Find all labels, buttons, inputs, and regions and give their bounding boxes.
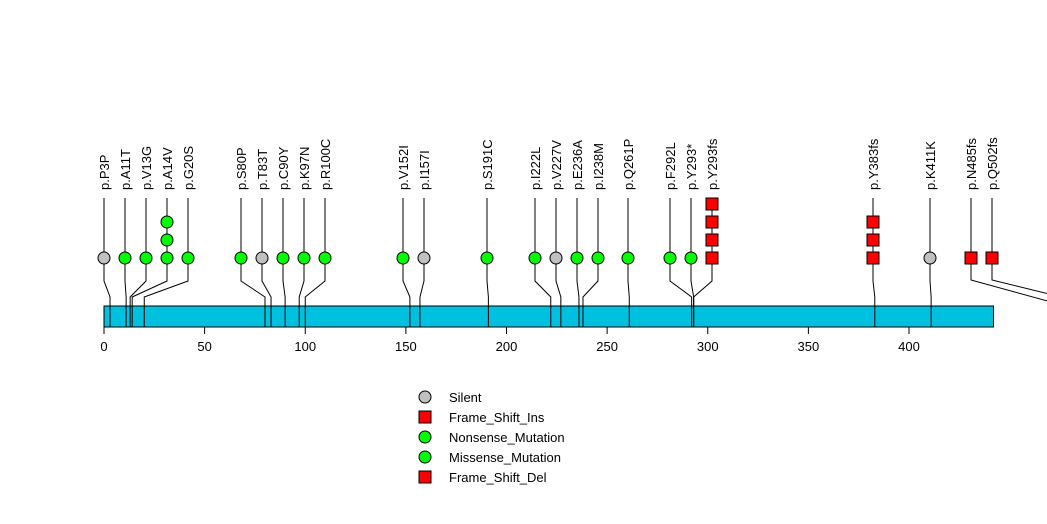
mutation-label: p.V227V bbox=[549, 140, 564, 190]
mutation-marker-circle bbox=[621, 251, 635, 265]
mutation-label: p.R100C bbox=[318, 139, 333, 190]
mutation-label: p.K411K bbox=[923, 141, 938, 190]
mutation-stem bbox=[582, 198, 599, 327]
mutation-marker-square bbox=[964, 251, 978, 265]
mutation-marker-circle bbox=[570, 251, 584, 265]
mutation-stem bbox=[576, 198, 580, 327]
mutation-label: p.Y293fs bbox=[705, 138, 720, 190]
legend-square-icon bbox=[418, 470, 432, 484]
mutation-label: p.I238M bbox=[591, 143, 606, 190]
mutation-marker-circle bbox=[417, 251, 431, 265]
mutation-stem bbox=[103, 198, 111, 327]
mutation-marker-square bbox=[985, 251, 999, 265]
mutation-marker-square bbox=[705, 215, 719, 229]
mutation-label: p.T83T bbox=[255, 149, 270, 190]
mutation-stem bbox=[534, 198, 552, 327]
mutation-stem bbox=[486, 198, 489, 327]
mutation-marker-square bbox=[705, 251, 719, 265]
mutation-label: p.K97N bbox=[297, 147, 312, 190]
mutation-label: p.V13G bbox=[139, 146, 154, 190]
mutation-marker-square bbox=[866, 233, 880, 247]
mutation-stem bbox=[419, 198, 425, 327]
mutation-marker-circle bbox=[139, 251, 153, 265]
mutation-label: p.Y293* bbox=[684, 144, 699, 190]
mutation-stem bbox=[240, 198, 266, 327]
legend-label: Frame_Shift_Del bbox=[449, 470, 547, 485]
legend-square-icon bbox=[418, 410, 432, 424]
mutation-label: p.Q502fs bbox=[985, 137, 1000, 190]
legend-circle-icon bbox=[418, 390, 432, 404]
mutation-label: p.E236A bbox=[570, 140, 585, 190]
legend-circle-icon bbox=[418, 450, 432, 464]
mutation-marker-circle bbox=[684, 251, 698, 265]
mutation-stem bbox=[282, 198, 286, 327]
mutation-stem bbox=[124, 198, 127, 327]
mutation-stem bbox=[402, 198, 411, 327]
legend-label: Nonsense_Mutation bbox=[449, 430, 565, 445]
mutation-marker-circle bbox=[255, 251, 269, 265]
mutation-marker-circle bbox=[549, 251, 563, 265]
mutation-marker-circle bbox=[591, 251, 605, 265]
mutation-label: p.F292L bbox=[663, 142, 678, 190]
mutation-label: p.Q261P bbox=[621, 139, 636, 190]
mutation-label: p.A14V bbox=[160, 147, 175, 190]
legend-circle-icon bbox=[418, 430, 432, 444]
legend-label: Silent bbox=[449, 390, 482, 405]
x-tick-label: 300 bbox=[697, 339, 719, 354]
mutation-stem bbox=[991, 198, 1047, 295]
mutation-label: p.P3P bbox=[97, 155, 112, 190]
mutation-label: p.V152I bbox=[396, 145, 411, 190]
mutation-marker-circle bbox=[160, 233, 174, 247]
mutation-marker-square bbox=[705, 233, 719, 247]
mutation-marker-circle bbox=[97, 251, 111, 265]
mutation-stem bbox=[143, 198, 189, 327]
mutation-stem bbox=[669, 198, 693, 327]
mutation-marker-circle bbox=[923, 251, 937, 265]
mutation-stem bbox=[970, 198, 1047, 302]
mutation-label: p.C90Y bbox=[276, 146, 291, 190]
mutation-label: p.S80P bbox=[234, 147, 249, 190]
mutation-marker-circle bbox=[181, 251, 195, 265]
x-tick-label: 400 bbox=[898, 339, 920, 354]
mutation-marker-square bbox=[866, 251, 880, 265]
mutation-marker-circle bbox=[663, 251, 677, 265]
x-tick-label: 0 bbox=[100, 339, 107, 354]
mutation-marker-square bbox=[866, 215, 880, 229]
mutation-marker-circle bbox=[396, 251, 410, 265]
x-tick-label: 350 bbox=[798, 339, 820, 354]
mutation-stem bbox=[555, 198, 562, 327]
mutation-label: p.I222L bbox=[528, 147, 543, 190]
mutation-marker-circle bbox=[318, 251, 332, 265]
x-tick-label: 250 bbox=[596, 339, 618, 354]
mutation-marker-square bbox=[705, 197, 719, 211]
x-tick-label: 200 bbox=[496, 339, 518, 354]
mutation-stem bbox=[298, 198, 305, 327]
mutation-marker-circle bbox=[480, 251, 494, 265]
mutation-stem bbox=[129, 198, 147, 327]
mutation-stem bbox=[261, 198, 272, 327]
mutation-stem bbox=[304, 198, 326, 327]
x-tick-label: 50 bbox=[197, 339, 211, 354]
mutation-marker-circle bbox=[160, 251, 174, 265]
mutation-marker-circle bbox=[234, 251, 248, 265]
mutation-label: p.N485fs bbox=[964, 137, 979, 190]
legend-label: Missense_Mutation bbox=[449, 450, 561, 465]
legend-label: Frame_Shift_Ins bbox=[449, 410, 545, 425]
mutation-marker-circle bbox=[528, 251, 542, 265]
mutation-stem bbox=[627, 198, 630, 327]
mutation-label: p.I157I bbox=[417, 150, 432, 190]
protein-domain-bar bbox=[103, 305, 995, 328]
mutation-label: p.G20S bbox=[181, 146, 196, 190]
mutation-marker-circle bbox=[297, 251, 311, 265]
mutation-stem bbox=[929, 198, 932, 327]
mutation-label: p.S191C bbox=[480, 139, 495, 190]
mutation-marker-circle bbox=[276, 251, 290, 265]
mutation-label: p.A11T bbox=[118, 149, 133, 190]
mutation-marker-circle bbox=[160, 215, 174, 229]
x-tick-label: 150 bbox=[395, 339, 417, 354]
mutation-marker-circle bbox=[118, 251, 132, 265]
mutation-label: p.Y383fs bbox=[866, 138, 881, 190]
x-tick-label: 100 bbox=[294, 339, 316, 354]
